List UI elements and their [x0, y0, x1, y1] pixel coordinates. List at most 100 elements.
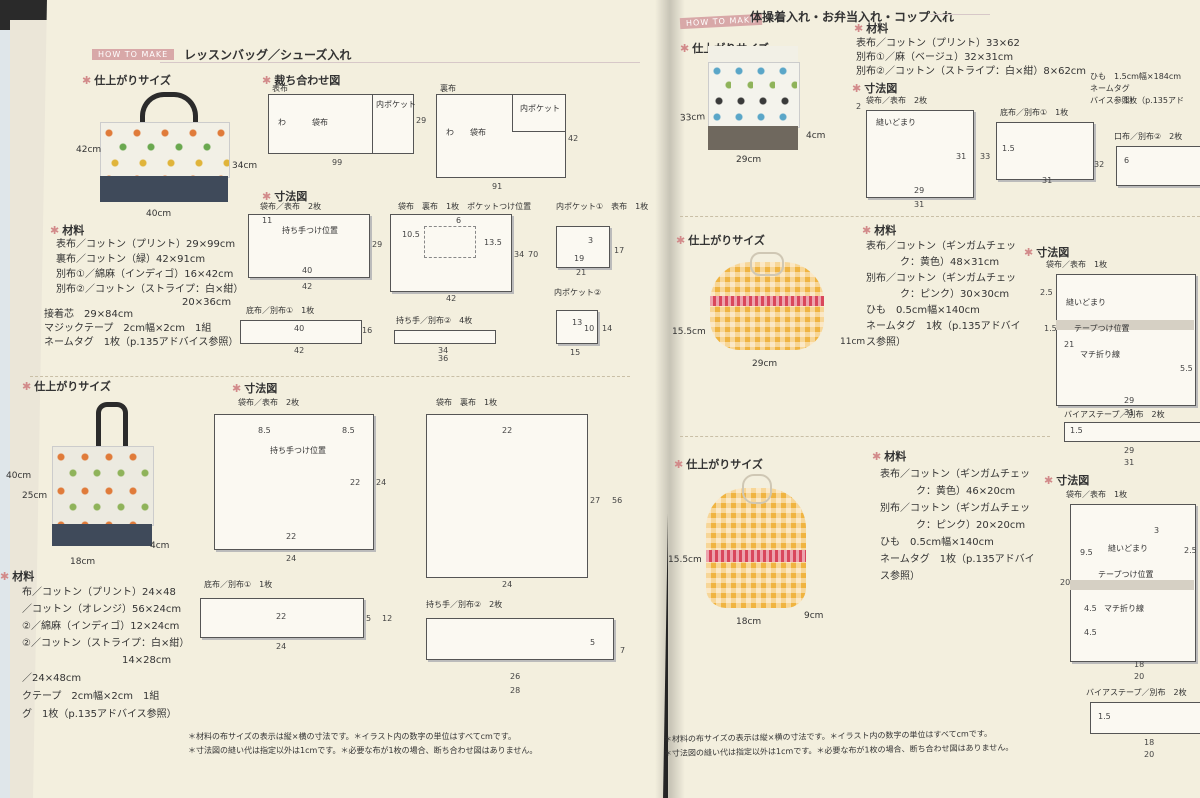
cup-materials-heading: 材料 — [872, 448, 906, 464]
lunch-part-2: バイアステープ／別布 2枚 — [1064, 410, 1165, 419]
gym-material-2: 別布①／麻（ベージュ）32×31cm — [856, 52, 1014, 63]
lunch-dim-2-5: 2.5 — [1040, 288, 1053, 297]
shoes-bottom-dim-5: 5 — [366, 614, 372, 623]
shoes-finished-size-heading: 仕上がりサイズ — [22, 378, 111, 394]
shoes-bottom-dim-12: 12 — [382, 614, 393, 623]
lesson-bag-outer-diagram — [248, 214, 370, 278]
shoes-dim-8-5b: 8.5 — [342, 426, 355, 435]
cup-dim-width: 18cm — [736, 617, 762, 627]
lunch-note-gusset: マチ折り線 — [1080, 350, 1120, 359]
section-divider-right-2 — [680, 436, 1050, 437]
cut-label-fold-2: わ — [446, 128, 454, 137]
lunch-material-2: ク：黄色）48×31cm — [900, 257, 1000, 268]
lesson-part-4: 内ポケット② — [554, 288, 602, 297]
gym-dim-29: 29 — [914, 186, 925, 195]
shoes-handle-dim-5: 5 — [590, 638, 596, 647]
lesson-dim-34: 34 — [514, 250, 525, 259]
pocket-dim-3: 3 — [588, 236, 594, 245]
cup-material-5: ひも 0.5cm幅×140cm — [880, 537, 994, 548]
cup-note-tape: テープつけ位置 — [1098, 570, 1154, 579]
pocket-position-dashed — [424, 226, 476, 258]
lunch-material-4: ク：ピンク）30×30cm — [900, 289, 1010, 300]
cut-label-bag-2: 袋布 — [470, 128, 486, 137]
lesson-material-4: 別布②／コットン（ストライプ：白×紺） — [56, 284, 244, 295]
pocket2-dim-14: 14 — [602, 324, 613, 333]
lesson-dim-42b: 42 — [446, 294, 457, 303]
gym-dim-width: 29cm — [736, 155, 762, 165]
lunch-note-tape: テープつけ位置 — [1074, 324, 1130, 333]
shoes-bottom-dim-22: 22 — [276, 612, 287, 621]
shoes-part-1: 袋布／表布 2枚 — [238, 398, 300, 407]
lesson-size-heading: 寸法図 — [262, 188, 307, 204]
cup-note-stop: 縫いどまり — [1108, 544, 1148, 553]
gym-dim-31: 31 — [956, 152, 967, 161]
gym-bottom-dim-1-5: 1.5 — [1002, 144, 1015, 153]
handle-dim-36: 36 — [438, 354, 449, 363]
lunch-material-6: ネームタグ 1枚（p.135アドバイ — [866, 321, 1021, 332]
lunch-material-5: ひも 0.5cm幅×140cm — [866, 305, 980, 316]
cut-label-lining: 裏布 — [440, 84, 456, 93]
page-title-lesson-shoes: レッスンバッグ／シューズ入れ — [184, 48, 352, 62]
how-to-make-tag: HOW TO MAKE — [92, 49, 175, 60]
lining-dim-22: 22 — [502, 426, 513, 435]
lesson-bottom-diagram — [240, 320, 362, 344]
gym-material-3: 別布②／コットン（ストライプ：白×紺）8×62cm — [856, 66, 1087, 77]
shoes-handle-dim-28: 28 — [510, 686, 521, 695]
lining-dim-24: 24 — [502, 580, 513, 589]
lunch-dim-5-5: 5.5 — [1180, 364, 1193, 373]
lesson-part-5: 持ち手／別布② 4枚 — [396, 316, 473, 325]
cut-dim-99: 99 — [332, 158, 343, 167]
shoes-dim-height: 40cm — [6, 471, 32, 481]
shoes-dim-width: 18cm — [70, 557, 96, 567]
lesson-dim-29: 29 — [372, 240, 383, 249]
gym-material-1: 表布／コットン（プリント）33×62 — [856, 38, 1020, 49]
shoes-part-3: 底布／別布① 1枚 — [204, 580, 273, 589]
shoes-material-7: クテープ 2cm幅×2cm 1組 — [22, 691, 160, 702]
lesson-dim-40: 40 — [302, 266, 313, 275]
cup-bias-tape-diagram — [1090, 702, 1200, 734]
gym-bottom-diagram — [996, 122, 1094, 180]
bottom-dim-42: 42 — [294, 346, 305, 355]
lesson-part-2: 袋布 裏布 1枚 ポケットつけ位置 — [398, 202, 532, 211]
left-footnote-2: ＊寸法図の縫い代は指定以外は1cmです。＊必要な布が1枚の場合、断ち合わせ図はあ… — [188, 746, 538, 755]
shoes-material-1: 布／コットン（プリント）24×48 — [22, 587, 176, 598]
cup-dim-4-5b: 4.5 — [1084, 628, 1097, 637]
gym-stop-stitch-note: 縫いどまり — [876, 118, 916, 127]
lesson-dim-70: 70 — [528, 250, 539, 259]
lunch-tape-dim-31: 31 — [1124, 458, 1135, 467]
shoes-material-8: グ 1枚（p.135アドバイス参照） — [22, 709, 177, 720]
pocket-dim-21: 21 — [576, 268, 587, 277]
gym-dim-33: 33 — [980, 152, 991, 161]
title-rule-right — [930, 14, 990, 15]
lesson-dim-width: 40cm — [146, 209, 172, 219]
section-divider-left — [30, 376, 630, 377]
lesson-dim-42: 42 — [302, 282, 313, 291]
lesson-bag-photo — [100, 92, 230, 202]
cup-tape-dim-20: 20 — [1144, 750, 1155, 759]
shoes-dim-22b: 22 — [286, 532, 297, 541]
cup-dim-20b: 20 — [1134, 672, 1145, 681]
shoes-part-4: 持ち手／別布② 2枚 — [426, 600, 503, 609]
lesson-dim-height: 42cm — [76, 145, 102, 155]
lunch-dim-29: 29 — [1124, 396, 1135, 405]
left-footnote-1: ＊材料の布サイズの表示は縦×横の寸法です。＊イラスト内の数字の単位はすべてcmで… — [188, 732, 517, 741]
cup-dim-depth: 9cm — [804, 611, 824, 621]
shoes-materials-heading: 材料 — [0, 568, 34, 584]
shoes-dim-22a: 22 — [350, 478, 361, 487]
shoes-lining-diagram — [426, 414, 588, 578]
lesson-part-1: 袋布／表布 2枚 — [260, 202, 322, 211]
shoes-size-heading: 寸法図 — [232, 380, 277, 396]
shoes-handle-position-note: 持ち手つけ位置 — [270, 446, 326, 455]
gym-outer-diagram — [866, 110, 974, 198]
gym-part-1: 袋布／表布 2枚 — [866, 96, 928, 105]
lunch-tape-dim-1-5: 1.5 — [1070, 426, 1083, 435]
cup-tape-band — [1070, 580, 1194, 590]
cut-outer-pocket — [372, 94, 414, 154]
lunch-outer-diagram — [1056, 274, 1196, 406]
lesson-material-5: 20×36cm — [182, 297, 232, 308]
shoes-part-2: 袋布 裏布 1枚 — [436, 398, 498, 407]
cup-dim-20: 20 — [1060, 578, 1071, 587]
pocket2-dim-15: 15 — [570, 348, 581, 357]
lunch-material-3: 別布／コットン（ギンガムチェッ — [866, 273, 1016, 284]
lesson-material-8: ネームタグ 1枚（p.135アドバイス参照） — [44, 337, 239, 348]
